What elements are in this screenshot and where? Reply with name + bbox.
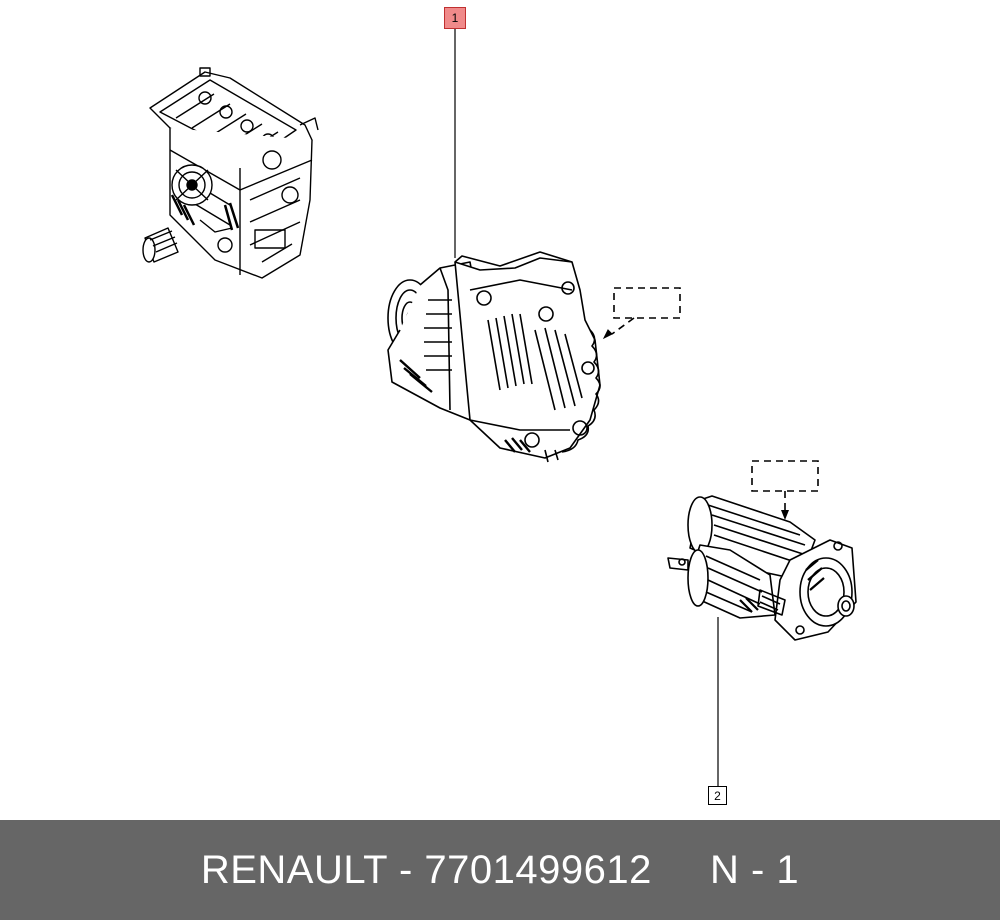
alternator-reference-arrow [602, 329, 613, 340]
engine-block-illustration [142, 67, 319, 279]
footer-caption: RENAULT - 7701499612 N - 1 [201, 848, 799, 893]
alternator-illustration [387, 251, 601, 463]
footer-position-code: N - 1 [709, 847, 800, 892]
starter-reference-box [751, 460, 819, 512]
footer-separator: - [387, 847, 425, 892]
footer-bar: RENAULT - 7701499612 N - 1 [0, 820, 1000, 920]
footer-part-number: 7701499612 [424, 847, 652, 892]
alternator-reference-box [611, 287, 681, 335]
diagram-svg [142, 29, 857, 786]
starter-motor-illustration [667, 495, 857, 641]
starter-reference-arrow [781, 510, 789, 520]
callout-2-badge[interactable]: 2 [708, 786, 727, 805]
footer-brand: RENAULT [200, 847, 388, 892]
footer-gap [652, 848, 710, 892]
parts-diagram: 1 2 [142, 7, 857, 805]
callout-1-badge[interactable]: 1 [444, 7, 466, 29]
